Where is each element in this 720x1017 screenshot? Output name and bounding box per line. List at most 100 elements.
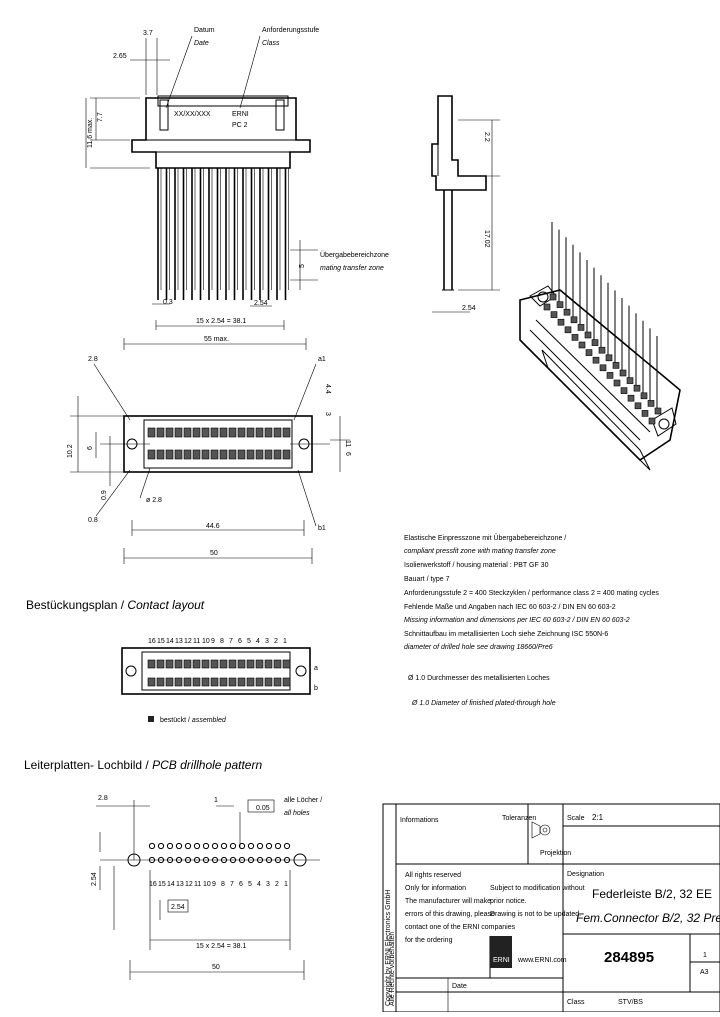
front-contact-a4 <box>174 427 183 438</box>
rights-line-5: contact one of the ERNI companies <box>405 924 516 931</box>
drill-number: 9 <box>212 881 216 888</box>
front-contact-b6 <box>192 449 201 460</box>
front-contact-a3 <box>165 427 174 438</box>
dim-7-7: 7.7 <box>97 112 104 122</box>
dim-drill-50: 50 <box>212 964 220 971</box>
note-line-9: diameter of drilled hole see drawing 186… <box>404 644 553 651</box>
drill-pattern-heading: Leiterplatten- Lochbild / PCB drillhole … <box>24 758 262 772</box>
contact-a <box>201 659 210 669</box>
class-label: Class <box>567 999 585 1006</box>
front-contact-b16 <box>282 449 291 460</box>
contact-number: 7 <box>229 638 233 645</box>
legend-swatch <box>148 716 154 722</box>
label-a1-top: a1 <box>318 356 326 363</box>
contact-a <box>165 659 174 669</box>
label-alle-loecher: alle Löcher / <box>284 797 322 804</box>
designation-label: Designation <box>567 871 604 878</box>
isometric-contacts <box>543 293 662 425</box>
iso-contact-a-1 <box>549 293 557 301</box>
dim-44-6: 44.6 <box>206 523 220 530</box>
contact-number: 16 <box>148 638 156 645</box>
front-contact-a5 <box>183 427 192 438</box>
drill-hole-a <box>148 842 156 850</box>
subject-line-2: prior notice. <box>490 898 527 905</box>
marking-date: XX/XX/XXX <box>174 111 211 118</box>
drill-hole-b <box>229 856 237 864</box>
front-contact-b13 <box>255 449 264 460</box>
iso-contact-a-5 <box>577 324 585 331</box>
projection-label: Projektion <box>540 850 571 857</box>
subject-line-1: Subject to modification without <box>490 885 585 892</box>
drill-hole-a <box>175 842 183 850</box>
title-de: Federleiste B/2, 32 EE <box>592 887 712 901</box>
drill-hole-a <box>166 842 174 850</box>
drill-hole-a <box>202 842 210 850</box>
dim-3: 3 <box>324 412 331 416</box>
drill-number: 6 <box>239 881 243 888</box>
drill-number: 5 <box>248 881 252 888</box>
drill-hole-b <box>265 856 273 864</box>
title-en: Fem.Connector B/2, 32 Pressfit <box>576 911 720 925</box>
drill-hole-b <box>202 856 210 864</box>
note-line-10: Ø 1.0 Durchmesser des metallisierten Loc… <box>408 675 550 682</box>
contact-layout-contacts <box>147 659 291 687</box>
contact-a <box>156 659 165 669</box>
contact-a <box>264 659 273 669</box>
label-date: Date <box>194 40 209 47</box>
class-value: STV/BS <box>618 999 643 1006</box>
label-datum: Datum <box>194 27 215 34</box>
dim-0-3: 0.3 <box>163 299 173 306</box>
drill-hole-b <box>211 856 219 864</box>
drill-hole-a <box>193 842 201 850</box>
dim-side-2-54: 2.54 <box>462 305 476 312</box>
note-line-5: Anforderungsstufe 2 = 400 Steckzyklen / … <box>404 590 659 597</box>
contact-b <box>165 677 174 687</box>
drill-hole-b <box>283 856 291 864</box>
iso-contact-a-8 <box>598 346 606 354</box>
iso-contact-b-8 <box>592 356 600 364</box>
front-view: 2.8 a1 4.4 3 10.2 6 0.9 0.8 ø 2.8 b1 11 … <box>67 356 351 564</box>
contact-a <box>147 659 156 669</box>
scale-label: Scale <box>567 815 585 822</box>
scale-value: 2:1 <box>592 813 604 822</box>
front-contact-a12 <box>246 427 255 438</box>
informations-label: Informations <box>400 817 439 824</box>
dim-55-max: 55 max. <box>204 336 229 343</box>
front-contact-a2 <box>156 427 165 438</box>
contact-b <box>192 677 201 687</box>
dim-3-7: 3.7 <box>143 30 153 37</box>
dim-10-2: 10.2 <box>67 444 74 458</box>
dim-2-65: 2.65 <box>113 53 127 60</box>
legend-text: bestückt / assembled <box>160 717 227 724</box>
iso-contact-a-6 <box>584 331 592 339</box>
drill-number: 8 <box>221 881 225 888</box>
drill-hole-a <box>238 842 246 850</box>
label-uebergabezone: Übergabebereichzone <box>320 251 389 259</box>
contact-b <box>237 677 246 687</box>
front-contact-a7 <box>201 427 210 438</box>
dim-2-2: 2.2 <box>483 132 490 142</box>
subject-line-3: Drawing is not to be updated. <box>490 911 581 918</box>
contact-a <box>228 659 237 669</box>
dim-d2-8: ø 2.8 <box>146 497 162 504</box>
front-contact-a14 <box>264 427 273 438</box>
front-contact-b15 <box>273 449 282 460</box>
iso-contact-b-4 <box>564 326 572 334</box>
isometric-view <box>519 222 681 471</box>
iso-contact-a-16 <box>654 407 662 415</box>
row-label-a: a <box>314 665 318 672</box>
front-contact-b4 <box>174 449 183 460</box>
contact-a <box>174 659 183 669</box>
contact-b <box>183 677 192 687</box>
front-contact-a9 <box>219 427 228 438</box>
front-contact-b11 <box>237 449 246 460</box>
contact-b <box>201 677 210 687</box>
drill-hole-b <box>175 856 183 864</box>
dim-drill-1: 1 <box>214 797 218 804</box>
drill-hole-a <box>265 842 273 850</box>
contact-b <box>273 677 282 687</box>
front-contact-b9 <box>219 449 228 460</box>
